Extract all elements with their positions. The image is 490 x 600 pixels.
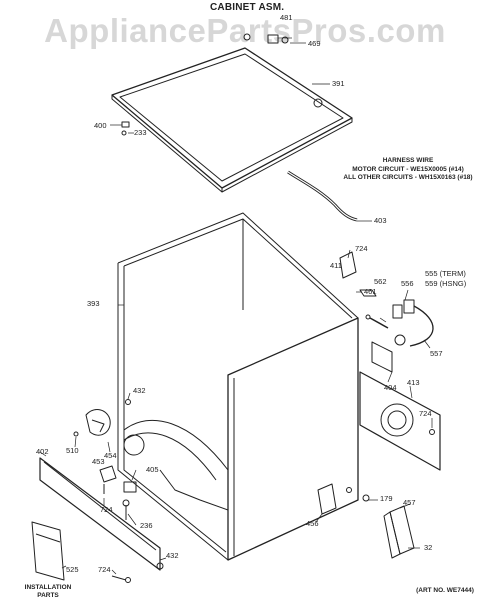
callout-404: 404: [384, 383, 397, 392]
callout-400: 400: [94, 121, 107, 130]
callout-724-upper: 724: [355, 244, 368, 253]
back-panel: [359, 341, 441, 471]
cabinet-body: [117, 212, 359, 561]
callout-557: 557: [430, 349, 443, 358]
callout-402: 402: [36, 447, 49, 456]
leader-lines: [39, 37, 433, 575]
callout-405: 405: [146, 465, 159, 474]
callout-510: 510: [66, 446, 79, 455]
callout-179: 179: [380, 494, 393, 503]
toe-panel: [39, 457, 164, 571]
callout-236: 236: [140, 521, 153, 530]
harness-note-line1: HARNESS WIRE: [382, 157, 434, 164]
callout-562: 562: [374, 277, 387, 286]
callout-525: 525: [66, 565, 79, 574]
harness-wire: [287, 170, 358, 222]
callout-411: 411: [330, 261, 342, 270]
harness-note-line2: MOTOR CIRCUIT - WE15X0005 (#14): [352, 166, 464, 173]
terminal-parts: [359, 289, 434, 347]
callout-413: 413: [407, 378, 420, 387]
callout-403: 403: [374, 216, 387, 225]
bottom-screw: [111, 575, 131, 583]
hardware-400-233: [121, 121, 130, 136]
art-number: (ART NO. WE7444): [416, 587, 474, 594]
installation-label-line1: INSTALLATION: [24, 584, 72, 591]
top-panel: [111, 33, 353, 193]
installation-bag: [31, 521, 65, 581]
callout-724-bottom: 724: [98, 565, 111, 574]
harness-note-line3: ALL OTHER CIRCUITS - WH15X0163 (#18): [343, 174, 473, 181]
callout-32: 32: [424, 543, 433, 552]
callout-391: 391: [332, 79, 345, 88]
callout-453: 453: [92, 457, 105, 466]
callout-461: 461: [364, 287, 377, 296]
callout-456: 456: [306, 519, 319, 528]
callout-555: 555 (TERM): [425, 269, 466, 278]
motor-assembly: [73, 399, 131, 437]
callout-393: 393: [87, 299, 100, 308]
callout-454: 454: [104, 451, 117, 460]
callout-469: 469: [308, 39, 321, 48]
front-bracket: [317, 483, 370, 515]
fittings: [99, 465, 137, 520]
callout-432-upper: 432: [133, 386, 146, 395]
callout-724-mid: 724: [100, 505, 113, 514]
installation-label-line2: PARTS: [37, 592, 59, 599]
callout-457: 457: [403, 498, 416, 507]
callout-432-lower: 432: [166, 551, 179, 560]
foot-block: [383, 505, 415, 559]
callout-724-right: 724: [419, 409, 432, 418]
callout-481: 481: [280, 13, 293, 22]
diagram-title: CABINET ASM.: [210, 2, 285, 13]
watermark: AppliancePartsPros.com: [44, 12, 446, 49]
callout-556: 556: [401, 279, 414, 288]
callout-559: 559 (HSNG): [425, 279, 467, 288]
callout-233: 233: [134, 128, 147, 137]
